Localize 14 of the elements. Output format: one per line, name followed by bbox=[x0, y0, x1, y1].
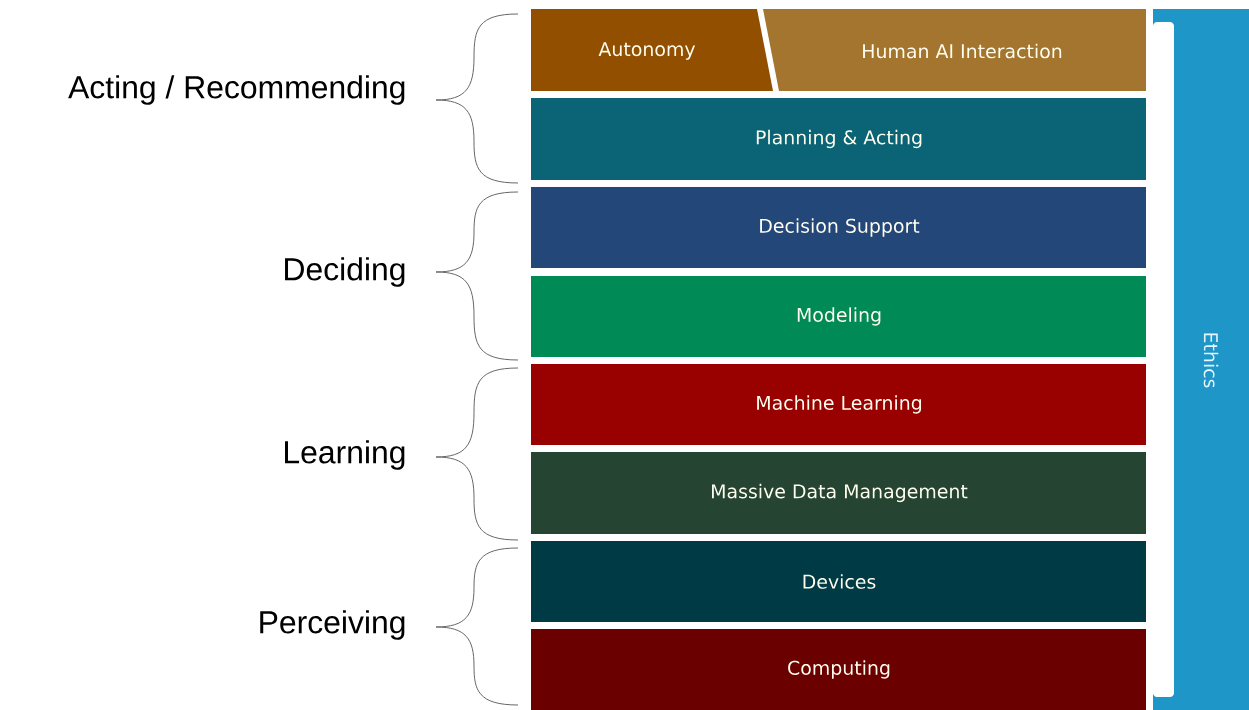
group-label: Acting / Recommending bbox=[68, 75, 405, 105]
layer-band: Autonomy bbox=[531, 9, 773, 91]
side-band: Ethics bbox=[1153, 9, 1249, 710]
layer-band: Decision Support bbox=[531, 187, 1146, 268]
layer-band: Computing bbox=[531, 629, 1146, 710]
group-label: Perceiving bbox=[260, 610, 405, 640]
layer-band: Massive Data Management bbox=[531, 452, 1146, 534]
layer-band: Devices bbox=[531, 541, 1146, 622]
layer-band: Modeling bbox=[531, 276, 1146, 357]
layer-band: Planning & Acting bbox=[531, 98, 1146, 180]
layer-band: Human AI Interaction bbox=[763, 9, 1146, 91]
group-label: Deciding bbox=[285, 257, 405, 287]
group-label: Learning bbox=[285, 440, 405, 470]
layer-band: Machine Learning bbox=[531, 364, 1146, 445]
